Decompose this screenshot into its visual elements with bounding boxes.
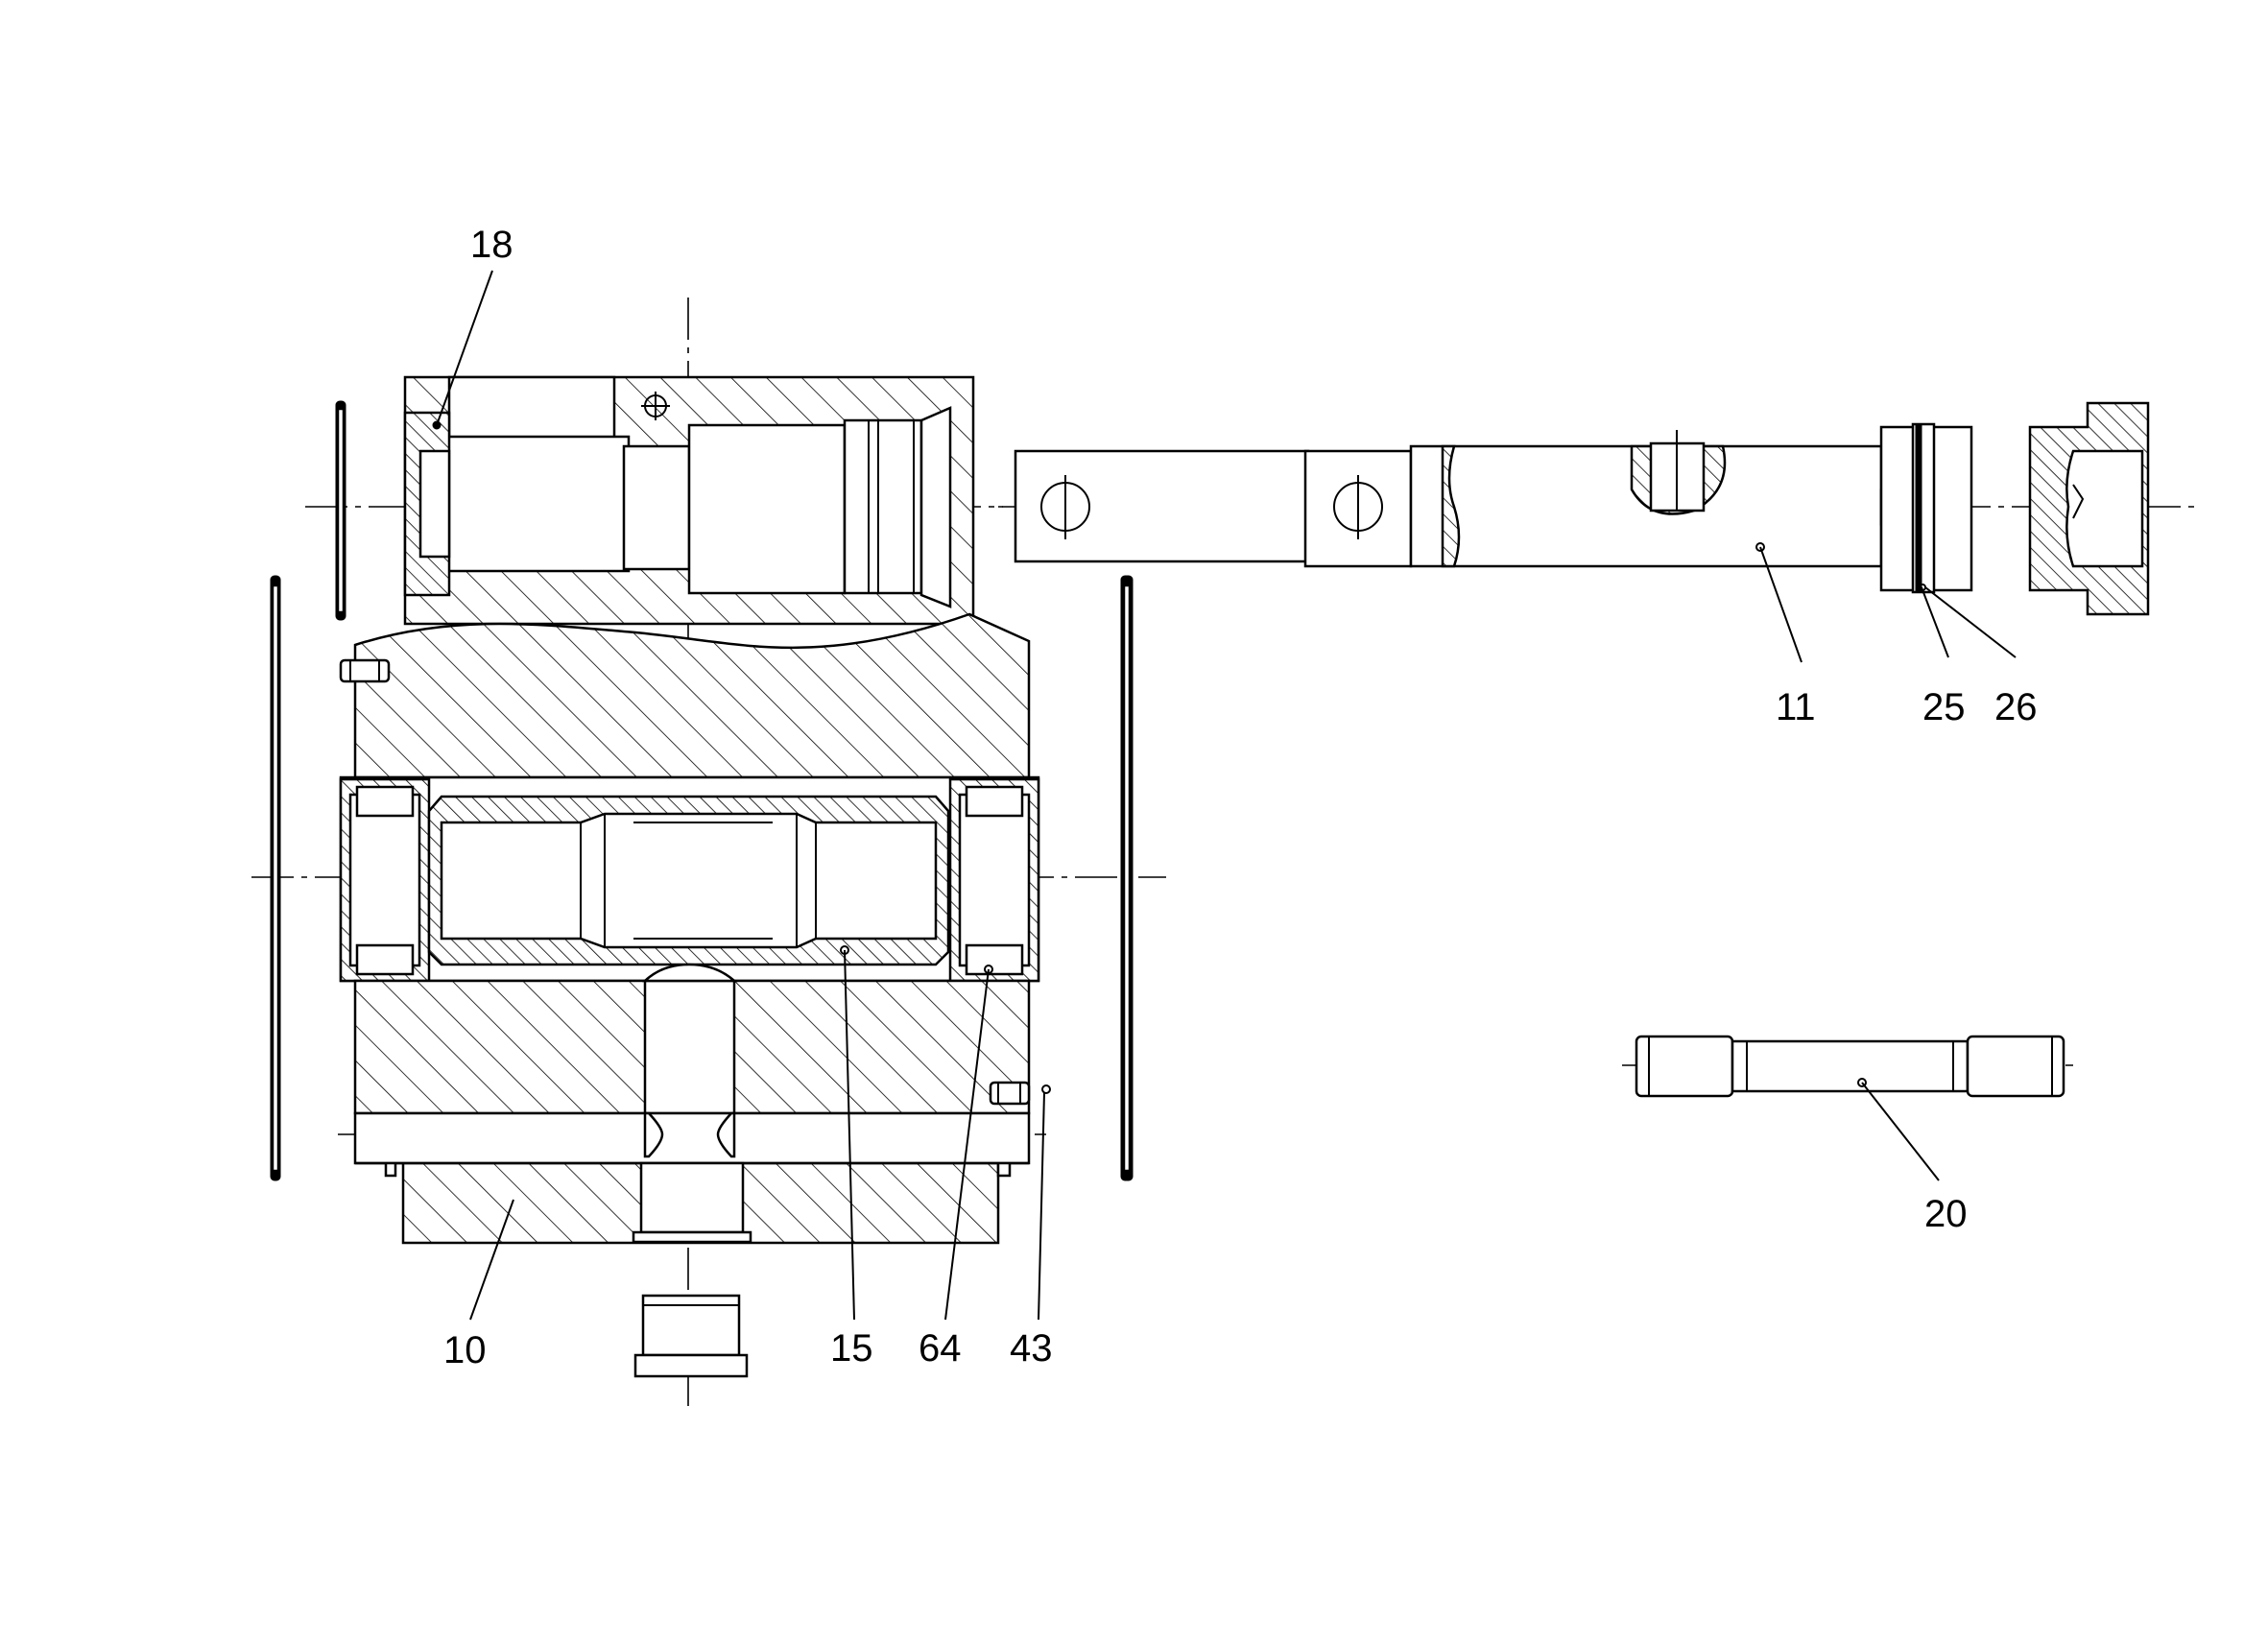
end-cap [2028,401,2150,616]
stud-thread-left [1635,1035,1734,1098]
label-64: 64 [919,1327,962,1370]
main-housing-section [353,612,1031,779]
label-25: 25 [1922,686,1966,728]
stud-thread-right [1966,1035,2065,1098]
left-needle-roller-bottom [355,943,415,976]
upper-bore-right [687,423,847,595]
drain-port [639,1161,745,1234]
left-needle-roller-top [355,785,415,818]
label-18: 18 [470,224,513,266]
label-26: 26 [1994,686,2038,728]
piston-rod-11 [998,422,2198,594]
rod-eye [1014,449,1310,563]
upper-bore-step [435,435,631,573]
dowel-pin [339,658,391,683]
drain-port-lip [632,1230,752,1244]
part-number-labels: 18 11 25 26 20 10 15 64 43 [443,224,2038,1371]
stud-bolt-20 [1622,1035,2073,1098]
label-43: 43 [1010,1327,1053,1370]
grease-nipple-43 [989,1081,1051,1106]
drain-plug [633,1294,749,1378]
vertical-oil-passage [643,979,736,1115]
eccentric-shaft [440,812,938,949]
right-needle-roller-top [965,785,1024,818]
leader-lines [436,270,2017,1321]
horizontal-oil-passage [353,1111,1031,1165]
right-needle-roller-bottom [965,943,1024,976]
stud-shank [1731,1039,1970,1093]
upper-bore-chamfer [919,406,952,608]
leader-dot-20 [1857,1078,1867,1087]
leader-dot-11 [1755,542,1765,552]
label-20: 20 [1924,1193,1968,1235]
pump-body-assembly [251,298,1166,1406]
upper-bore-neck [622,444,691,571]
label-15: 15 [830,1327,873,1370]
upper-bore-counterbore [843,418,923,595]
label-10: 10 [443,1329,487,1371]
label-11: 11 [1776,686,1816,728]
